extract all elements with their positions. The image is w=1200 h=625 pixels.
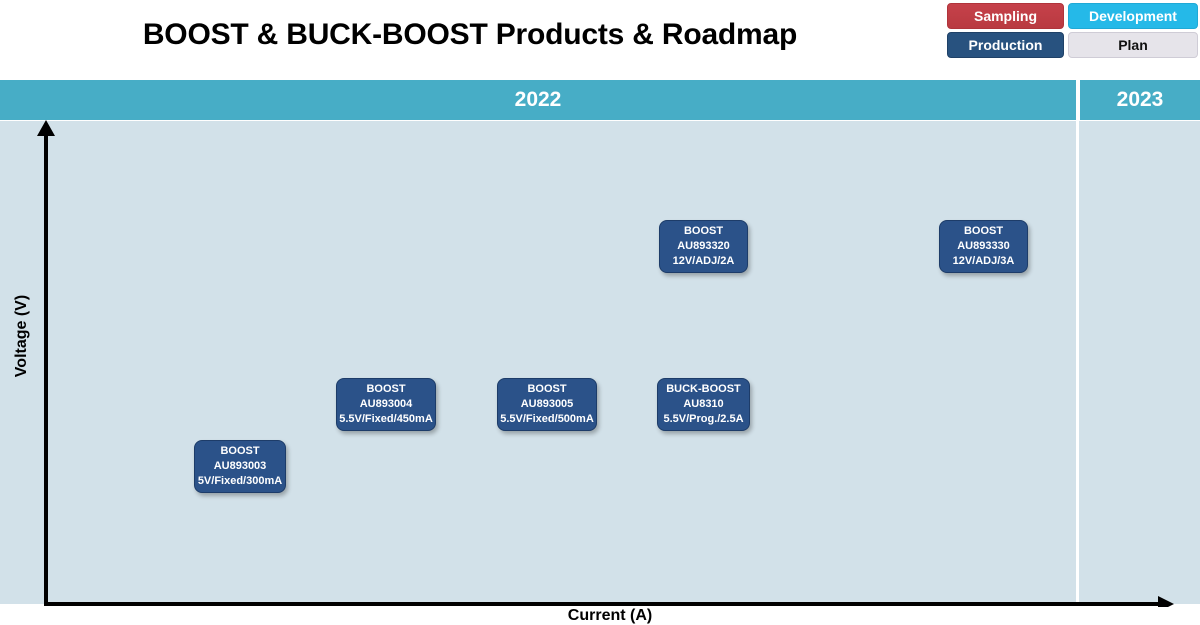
product-node-type: BOOST	[683, 225, 724, 238]
year-divider	[1076, 80, 1080, 120]
plot-year-divider	[1076, 121, 1079, 604]
page-title: BOOST & BUCK-BOOST Products & Roadmap	[142, 18, 798, 51]
product-node-part-number: AU893330	[957, 240, 1010, 253]
product-node-type: BUCK-BOOST	[666, 383, 741, 396]
y-axis-arrow-icon	[37, 120, 55, 136]
product-node-spec: 12V/ADJ/3A	[952, 254, 1015, 267]
x-axis-label: Current (A)	[567, 607, 653, 624]
year-label-2022: 2022	[514, 88, 562, 111]
y-axis-label: Voltage (V)	[13, 294, 30, 378]
roadmap-plot-area	[0, 121, 1200, 604]
legend-label-sampling: Sampling	[973, 8, 1037, 24]
legend-label-production: Production	[968, 37, 1043, 53]
product-node-type: BOOST	[366, 383, 406, 396]
product-node-part-number: AU893004	[359, 398, 413, 411]
legend-label-plan: Plan	[1118, 37, 1148, 53]
product-node-type: BOOST	[963, 225, 1004, 238]
status-legend: Sampling Development Production Plan	[946, 3, 1198, 60]
plot-bottom-margin	[0, 607, 1200, 619]
year-column-2023[interactable]: 2023	[1080, 80, 1200, 120]
x-axis-line	[44, 602, 1160, 606]
product-node-spec: 12V/ADJ/2A	[672, 254, 735, 267]
product-node-spec: 5.5V/Fixed/450mA	[339, 412, 433, 425]
product-node-part-number: AU893003	[213, 460, 267, 473]
legend-chip-plan[interactable]: Plan	[1068, 32, 1198, 58]
product-node-part-number: AU8310	[683, 398, 724, 411]
legend-chip-sampling[interactable]: Sampling	[947, 3, 1064, 29]
year-column-2022[interactable]: 2022	[0, 80, 1076, 120]
product-node-type: BOOST	[527, 383, 567, 396]
legend-chip-production[interactable]: Production	[947, 32, 1064, 58]
y-axis-line	[44, 134, 48, 606]
product-node-part-number: AU893320	[677, 240, 730, 253]
product-node-spec: 5V/Fixed/300mA	[197, 474, 283, 487]
plot-right-padding	[1174, 121, 1200, 604]
product-node-type: BOOST	[220, 445, 260, 458]
legend-label-development: Development	[1089, 8, 1177, 24]
product-node-spec: 5.5V/Prog./2.5A	[663, 412, 744, 425]
year-label-2023: 2023	[1116, 88, 1164, 111]
timeline-year-header: 2022 2023	[0, 80, 1200, 120]
product-node-spec: 5.5V/Fixed/500mA	[500, 412, 594, 425]
product-node-part-number: AU893005	[520, 398, 574, 411]
title-bar: BOOST & BUCK-BOOST Products & Roadmap Sa…	[0, 0, 1200, 75]
legend-chip-development[interactable]: Development	[1068, 3, 1198, 29]
